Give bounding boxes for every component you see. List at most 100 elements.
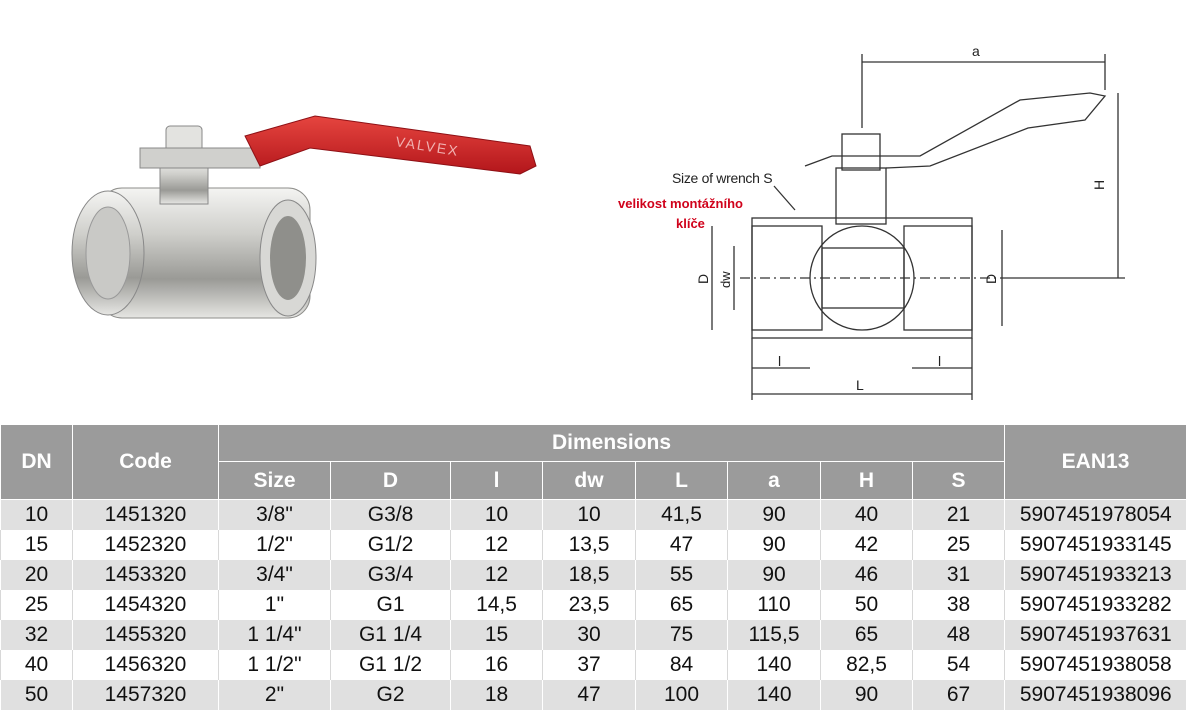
cell: 1": [218, 590, 331, 620]
dim-L-label: L: [856, 377, 864, 393]
cell: G3/4: [330, 560, 451, 590]
cell: 75: [635, 620, 728, 650]
drawing-stem: [835, 167, 887, 225]
header-s: S: [911, 461, 1006, 500]
cell: 5907451938096: [1004, 680, 1186, 710]
header-l: l: [450, 461, 543, 500]
cell: 48: [911, 620, 1005, 650]
header-ean13: EAN13: [1004, 424, 1186, 500]
cell: 40: [820, 499, 913, 530]
cell: 1453320: [72, 560, 219, 590]
cell: 13,5: [542, 530, 636, 560]
header-dn: DN: [0, 424, 73, 500]
dim-l-right-label: l: [938, 353, 941, 369]
cell: 46: [820, 560, 913, 590]
header-size: Size: [218, 461, 331, 500]
cell: 5907451978054: [1004, 499, 1186, 530]
cell: 15: [0, 530, 73, 560]
dim-D-left-label: D: [695, 274, 711, 284]
cell: 1456320: [72, 650, 219, 680]
cell: 3/4": [218, 560, 331, 590]
header-dimensions: Dimensions: [217, 424, 1006, 462]
header-code: Code: [72, 424, 219, 500]
cell: 1457320: [72, 680, 219, 710]
cell: G3/8: [330, 499, 451, 530]
cell: 18: [450, 680, 543, 710]
cell: G1/2: [330, 530, 451, 560]
cell: 31: [911, 560, 1005, 590]
cell: G1: [330, 590, 451, 620]
cell: 47: [635, 530, 728, 560]
cell: 140: [727, 650, 821, 680]
dimensions-table: DN Code Dimensions EAN13 Size D l dw L a…: [0, 424, 1186, 710]
cell: 12: [450, 530, 543, 560]
drawing-bore: [821, 247, 905, 309]
cell: 65: [820, 620, 913, 650]
cell: 140: [727, 680, 821, 710]
cell: 37: [542, 650, 636, 680]
wrench-size-label-cz-1: velikost montážního: [618, 196, 743, 211]
cell: 25: [0, 590, 73, 620]
cell: 1/2": [218, 530, 331, 560]
cell: 10: [542, 499, 636, 530]
cell: 55: [635, 560, 728, 590]
left-port-thread: [85, 206, 131, 300]
cell: 115,5: [727, 620, 821, 650]
cell: 5907451937631: [1004, 620, 1186, 650]
dim-D-right-label: D: [983, 274, 999, 284]
cell: 90: [727, 499, 821, 530]
dim-a-label: a: [972, 43, 980, 59]
wrench-size-label-cz-2: klíče: [676, 216, 705, 231]
cell: 41,5: [635, 499, 728, 530]
header-dw: dw: [542, 461, 636, 500]
right-port-bore: [270, 216, 306, 300]
cell: G2: [330, 680, 451, 710]
cell: 1455320: [72, 620, 219, 650]
cell: 1451320: [72, 499, 219, 530]
cell: 50: [820, 590, 913, 620]
cell: 10: [450, 499, 543, 530]
cell: 16: [450, 650, 543, 680]
header-a: a: [727, 461, 821, 500]
drawing-handle: [804, 92, 1107, 169]
cell: 84: [635, 650, 728, 680]
cell: 12: [450, 560, 543, 590]
drawing-nut: [841, 133, 881, 171]
cell: 32: [0, 620, 73, 650]
cell: 20: [0, 560, 73, 590]
cell: 30: [542, 620, 636, 650]
cell: 100: [635, 680, 728, 710]
cell: G1 1/4: [330, 620, 451, 650]
wrench-leader: [773, 185, 796, 211]
header-d: D: [330, 461, 451, 500]
cell: 5907451933145: [1004, 530, 1186, 560]
technical-drawing: a H D dw D l l L Size of wrench S veliko…: [618, 43, 1125, 400]
header-h: H: [820, 461, 913, 500]
drawing-ball: [809, 225, 915, 331]
cell: 14,5: [450, 590, 543, 620]
cell: 21: [911, 499, 1005, 530]
red-handle: [244, 115, 537, 175]
cell: 110: [727, 590, 821, 620]
wrench-size-label: Size of wrench S: [672, 170, 772, 186]
cell: 15: [450, 620, 543, 650]
cell: 5907451938058: [1004, 650, 1186, 680]
cell: G1 1/2: [330, 650, 451, 680]
valve-photo: VALVEX: [71, 115, 537, 319]
cell: 54: [911, 650, 1005, 680]
table-header: DN Code Dimensions EAN13 Size D l dw L a…: [0, 424, 1186, 500]
cell: 10: [0, 499, 73, 530]
cell: 42: [820, 530, 913, 560]
cell: 2": [218, 680, 331, 710]
cell: 90: [727, 530, 821, 560]
cell: 25: [911, 530, 1005, 560]
cell: 1452320: [72, 530, 219, 560]
cell: 67: [911, 680, 1005, 710]
header-L: L: [635, 461, 728, 500]
cell: 50: [0, 680, 73, 710]
